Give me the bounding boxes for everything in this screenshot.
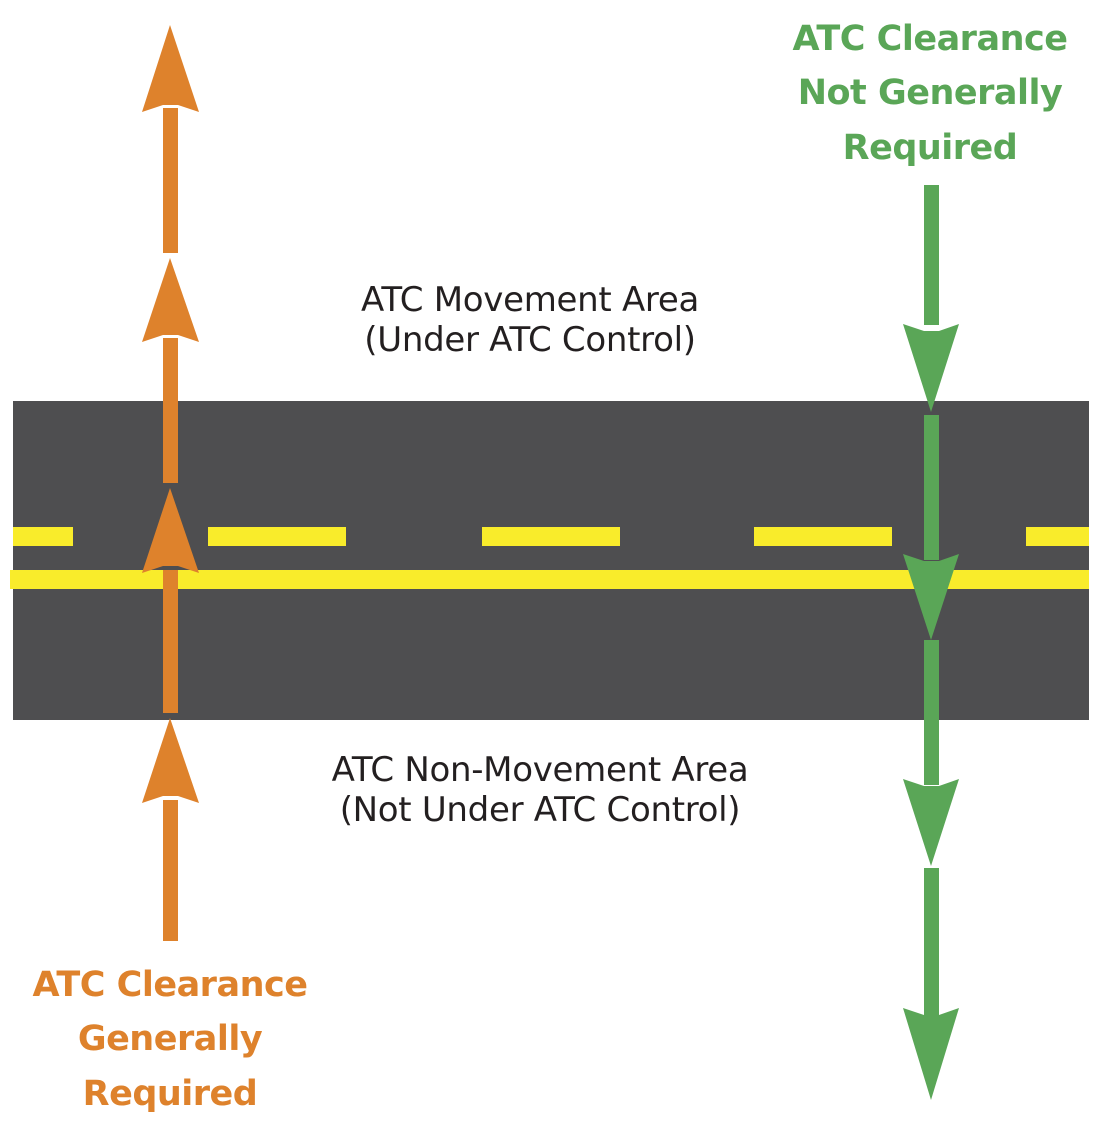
dash-segment (208, 527, 346, 546)
dash-segment (13, 527, 73, 546)
arrowhead-down (903, 779, 959, 866)
orange-up-arrow-icon (142, 25, 199, 941)
arrowhead-down (903, 554, 959, 640)
clearance-required-line2: Generally (77, 1019, 263, 1060)
movement-area-label: ATC Movement Area (Under ATC Control) (280, 280, 780, 360)
clearance-required-line1: ATC Clearance (32, 965, 308, 1005)
arrowhead-up (142, 488, 199, 573)
dash-segment (482, 527, 620, 546)
movement-area-title: ATC Movement Area (361, 280, 699, 320)
arrow-shaft (924, 868, 939, 1015)
clearance-required-line3: Required (82, 1073, 258, 1114)
non-movement-area-subtitle: (Not Under ATC Control) (339, 790, 741, 831)
non-movement-area-title: ATC Non-Movement Area (331, 750, 749, 790)
arrow-shaft (924, 185, 939, 325)
arrowhead-up (142, 25, 199, 112)
arrow-shaft (924, 640, 939, 785)
solid-hold-line (10, 570, 1089, 589)
clearance-required-label: ATC Clearance Generally Required (0, 958, 340, 1121)
arrow-shaft (163, 338, 178, 483)
dash-segment (1026, 527, 1089, 546)
dashed-hold-line (13, 527, 1089, 546)
clearance-not-required-line1: ATC Clearance (792, 19, 1068, 59)
arrowhead-down (903, 1008, 959, 1100)
movement-area-subtitle: (Under ATC Control) (364, 320, 696, 361)
clearance-not-required-line2: Not Generally (797, 73, 1063, 114)
arrow-shaft (163, 570, 178, 713)
clearance-not-required-line3: Required (842, 127, 1018, 168)
non-movement-area-label: ATC Non-Movement Area (Not Under ATC Con… (240, 750, 840, 830)
clearance-not-required-label: ATC Clearance Not Generally Required (760, 12, 1100, 175)
arrow-shaft (163, 108, 178, 253)
green-down-arrow-icon (903, 185, 959, 1100)
arrowhead-up (142, 258, 199, 342)
dash-segment (754, 527, 892, 546)
arrowhead-up (142, 718, 199, 803)
arrow-shaft (163, 800, 178, 941)
arrowhead-down (903, 324, 959, 412)
arrow-shaft (924, 415, 939, 560)
